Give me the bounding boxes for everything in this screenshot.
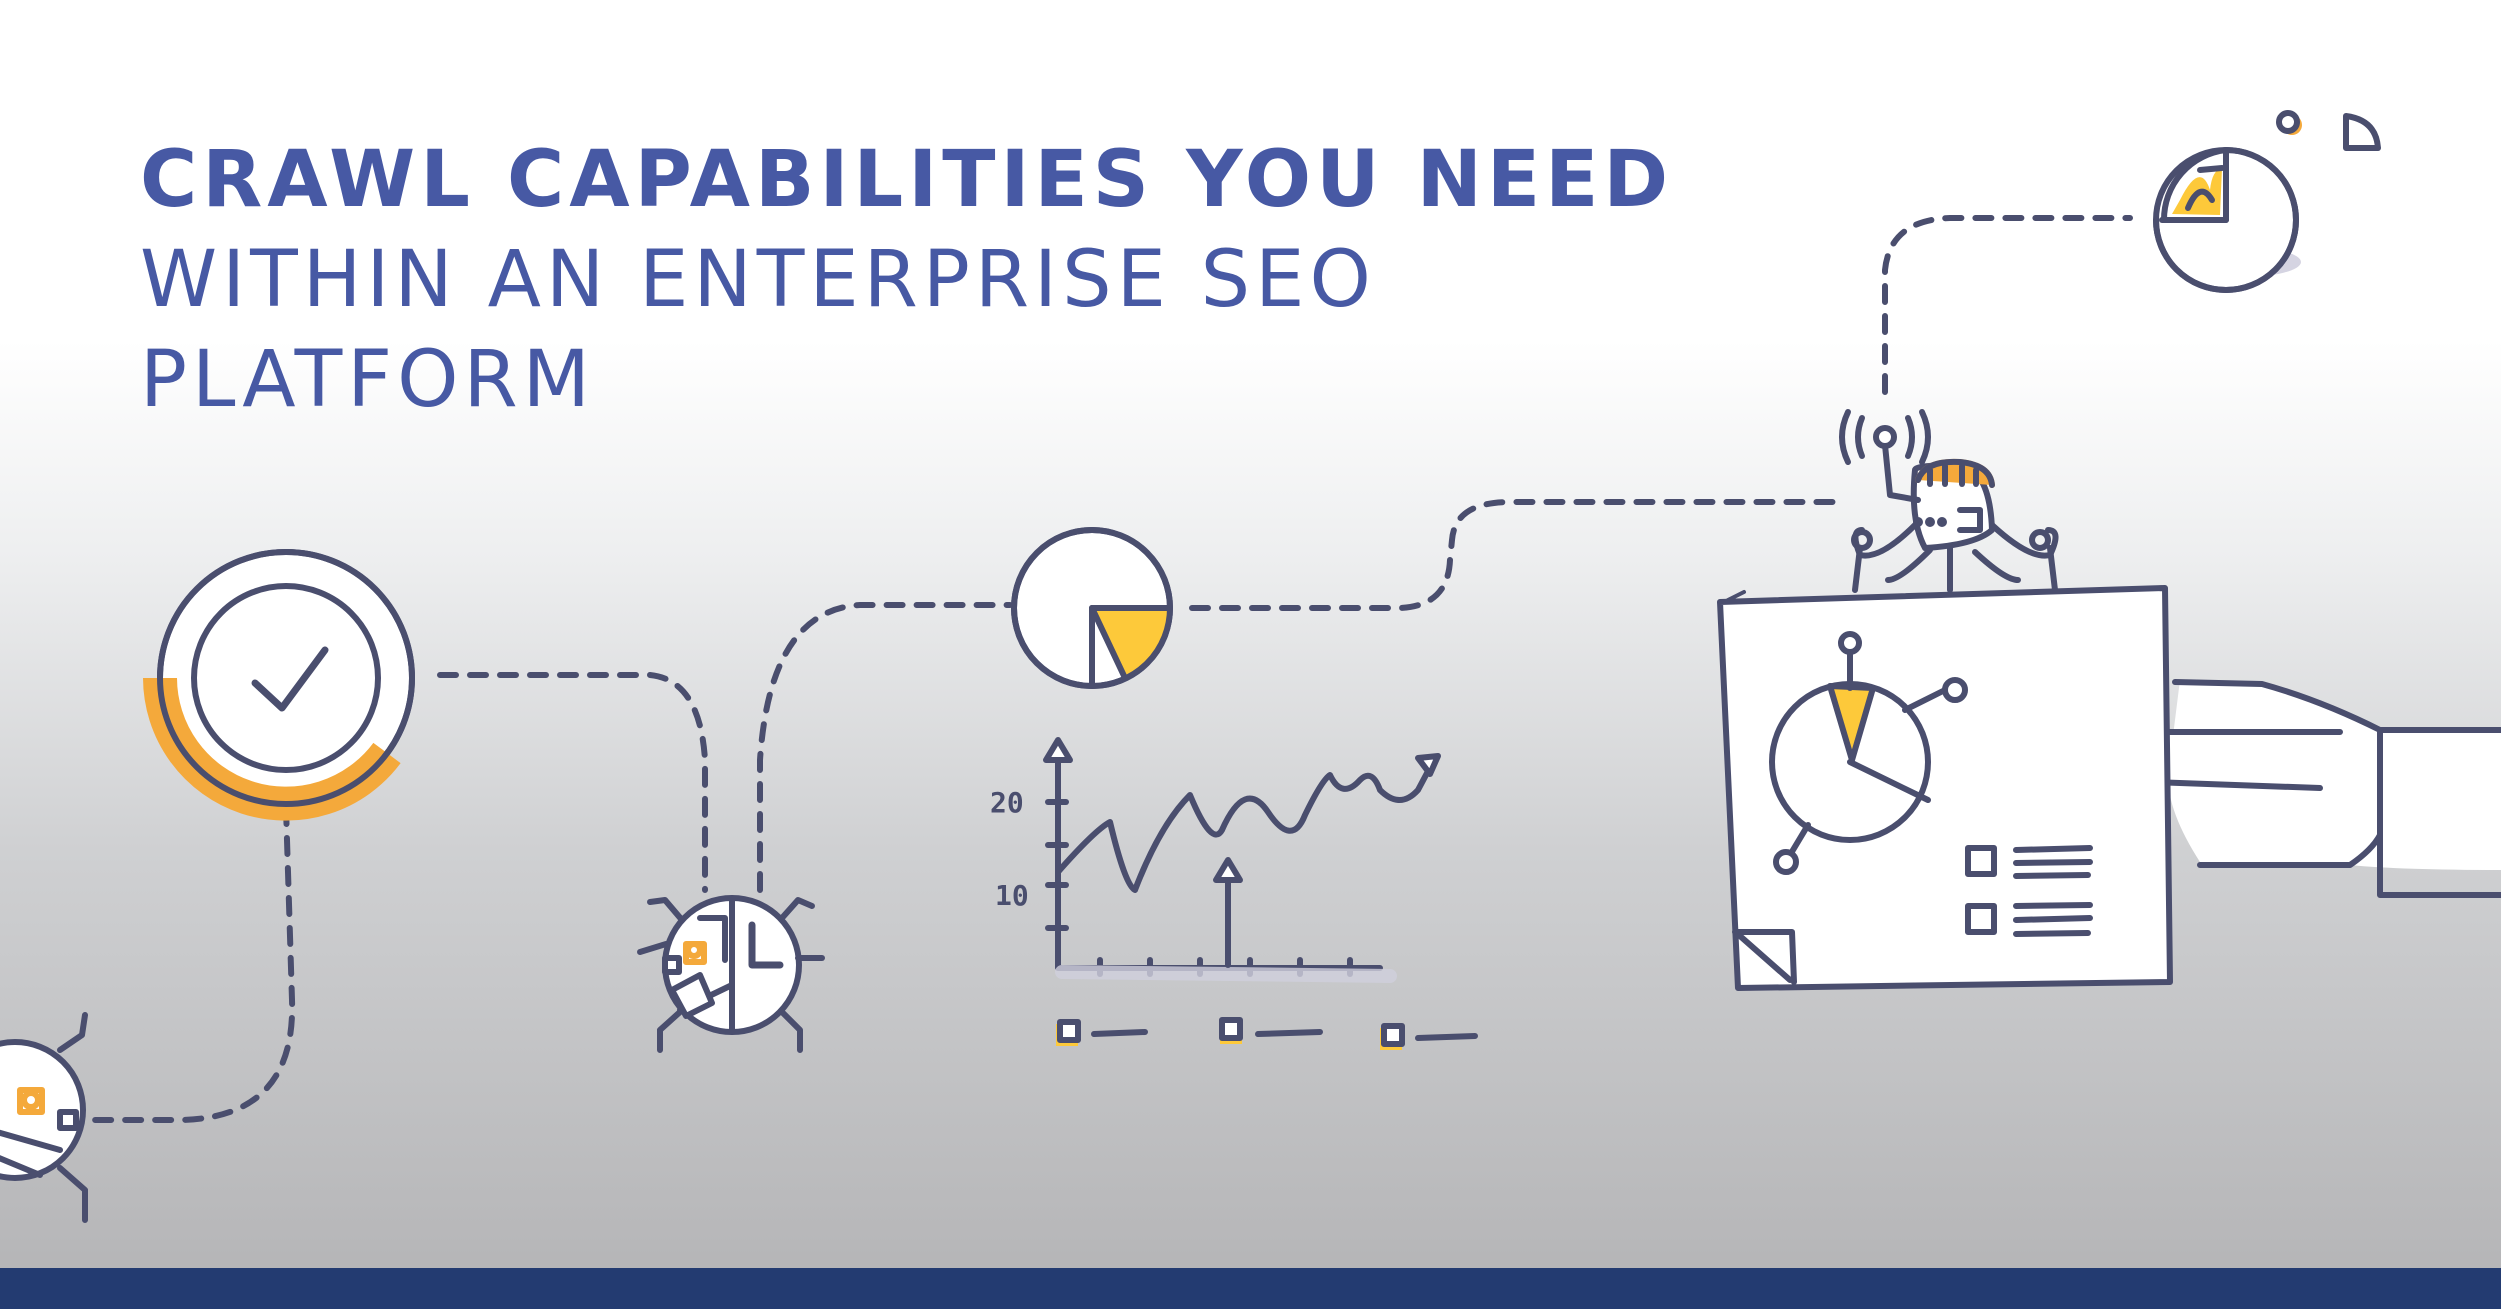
chart-tick-10: 10 [995, 879, 1029, 912]
bug-robot-icon-partial [0, 1012, 88, 1223]
chart-tick-20: 20 [990, 786, 1024, 819]
bug-robot-icon [637, 895, 825, 1053]
pie-chart-top-right-icon [2153, 110, 2381, 293]
pie-chart-icon [1011, 527, 1173, 689]
headline: CRAWL CAPABILITIES YOU NEED WITHIN AN EN… [140, 130, 1673, 430]
check-gauge-icon [143, 549, 415, 821]
report-board-icon [1717, 585, 2173, 991]
headline-line-2: WITHIN AN ENTERPRISE SEO [140, 235, 1376, 325]
headline-line-3: PLATFORM [140, 335, 595, 425]
crawler-robot-icon [1839, 409, 2059, 593]
line-chart-icon: 20 10 [990, 737, 1441, 983]
bottom-bar [0, 1268, 2501, 1309]
chart-legend-items [1056, 1017, 1478, 1050]
dashed-connectors [82, 215, 2133, 1123]
headline-line-1: CRAWL CAPABILITIES YOU NEED [140, 135, 1674, 225]
